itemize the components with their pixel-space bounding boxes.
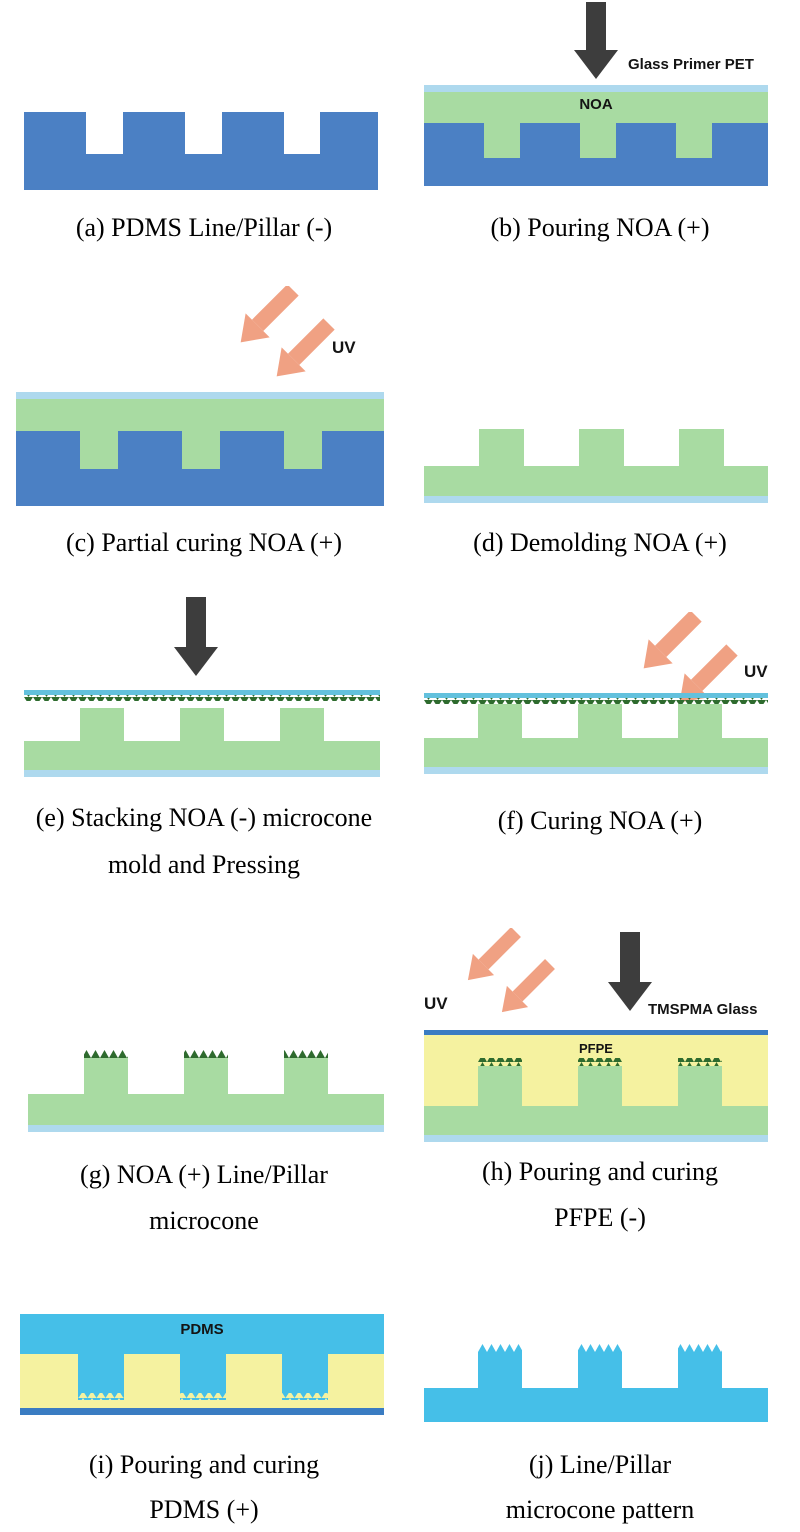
panel-h-pfpe-casting-schematic (424, 1030, 768, 1142)
caption-f: (f) Curing NOA (+) (497, 806, 703, 835)
microcone-groove-bottoms (78, 1393, 328, 1400)
microcone-mold-film (24, 690, 380, 695)
noa-pillars (479, 429, 724, 466)
panel-a-pdms-mold-schematic (24, 112, 378, 190)
pdms-base (424, 1388, 768, 1422)
noa-pillars (80, 708, 324, 741)
pet-film-strip (16, 392, 384, 399)
caption-j-line2: microcone pattern (505, 1495, 695, 1524)
microcone-caps (478, 1344, 722, 1352)
microcone-mold-teeth (24, 695, 380, 701)
noa-base (424, 466, 768, 496)
uv-arrows-h (467, 928, 555, 1013)
mold-teeth (24, 112, 378, 155)
pet-film-strip (424, 1135, 768, 1142)
press-down-arrow-e (174, 597, 218, 676)
caption-e-line1: (e) Stacking NOA (-) microcone (35, 803, 373, 832)
caption-g-line1: (g) NOA (+) Line/Pillar (80, 1160, 328, 1189)
caption-i-line1: (i) Pouring and curing (88, 1450, 320, 1479)
pet-film-strip (424, 767, 768, 774)
panel-g-noa-microcone-schematic (28, 1050, 384, 1132)
mold-base (16, 469, 384, 506)
uv-arrows-c (240, 286, 335, 377)
panel-b-pouring-noa-schematic (424, 85, 768, 186)
pdms-pillars (478, 1352, 722, 1388)
noa-base (28, 1094, 384, 1125)
pet-film-strip (424, 85, 768, 92)
microcone-mold-teeth (424, 698, 768, 704)
noa-filled-grooves (80, 431, 322, 469)
caption-g-line2: microcone (149, 1206, 259, 1235)
pdms-layer (20, 1314, 384, 1354)
panel-e-stacking-schematic (24, 690, 380, 777)
noa-layer (16, 399, 384, 431)
caption-d: (d) Demolding NOA (+) (473, 528, 727, 557)
mold-base (24, 154, 378, 190)
pdms-filled-grooves (78, 1354, 328, 1393)
pet-film-strip (28, 1125, 384, 1132)
noa-layer (424, 92, 768, 123)
noa-base (424, 738, 768, 767)
caption-c: (c) Partial curing NOA (+) (65, 528, 343, 557)
press-down-arrow-h (608, 932, 652, 1011)
caption-i-line2: PDMS (+) (149, 1495, 259, 1524)
uv-label-f: UV (744, 662, 768, 681)
noa-pillars (478, 1066, 722, 1106)
noa-base (424, 1106, 768, 1135)
pfpe-label: PFPE (579, 1041, 613, 1056)
caption-a: (a) PDMS Line/Pillar (-) (75, 213, 333, 242)
caption-h-line1: (h) Pouring and curing (481, 1157, 719, 1186)
press-down-arrow-b (574, 2, 618, 79)
caption-e-line2: mold and Pressing (107, 850, 301, 879)
panel-c-partial-curing-schematic (16, 392, 384, 506)
glass-primer-pet-label: Glass Primer PET (628, 56, 754, 73)
caption-j-line1: (j) Line/Pillar (528, 1450, 672, 1479)
panel-i-pdms-casting-schematic (20, 1314, 384, 1415)
caption-h-line2: PFPE (-) (554, 1203, 646, 1232)
pet-film-strip (424, 496, 768, 503)
panel-f-curing-schematic (424, 693, 768, 774)
pdms-label: PDMS (180, 1321, 224, 1338)
noa-label: NOA (579, 96, 613, 113)
microcone-caps (478, 1058, 722, 1066)
tmspma-glass-strip (424, 1030, 768, 1035)
noa-pillars (478, 704, 722, 738)
microcone-caps (84, 1050, 328, 1058)
tmspma-glass-label: TMSPMA Glass (648, 1001, 758, 1018)
uv-label-h: UV (424, 994, 448, 1013)
mold-base (424, 158, 768, 186)
panel-j-final-pattern-schematic (424, 1344, 768, 1422)
caption-b: (b) Pouring NOA (+) (490, 213, 710, 242)
pet-film-strip (24, 770, 380, 777)
uv-label-c: UV (332, 338, 356, 357)
microcone-mold-film (424, 693, 768, 698)
tmspma-glass-strip (20, 1408, 384, 1415)
noa-filled-grooves (484, 123, 712, 158)
noa-pillars (84, 1058, 328, 1094)
panel-d-demolded-noa-schematic (424, 429, 768, 503)
noa-base (24, 741, 380, 770)
